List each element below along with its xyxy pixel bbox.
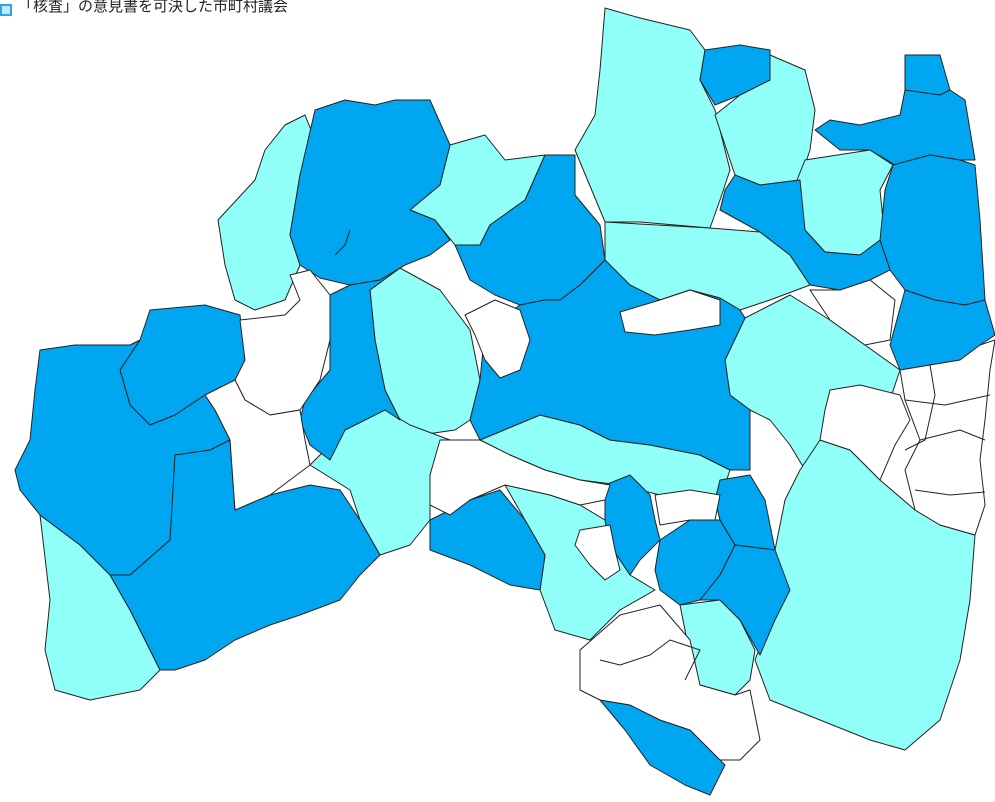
region-white-center-band bbox=[619, 289, 721, 336]
caption-text: 「核査」の意見書を可決した市町村議会 bbox=[18, 0, 289, 15]
region-south-center-small bbox=[429, 489, 546, 591]
region-north-east-inner bbox=[719, 174, 891, 291]
region-white-east-coast-stack bbox=[899, 339, 995, 536]
region-south-east-cluster bbox=[699, 544, 791, 656]
region-north-west bbox=[289, 99, 451, 286]
region-white-east-small bbox=[809, 279, 896, 346]
region-white-east-center bbox=[819, 384, 911, 481]
region-white-center-oval bbox=[464, 299, 531, 379]
region-north-top-small bbox=[699, 44, 771, 106]
region-white-south-lower bbox=[579, 604, 761, 761]
region-white-mid-small bbox=[654, 489, 721, 526]
map-caption: 「核査」の意見書を可決した市町村議会 bbox=[0, 0, 288, 20]
region-north-central bbox=[574, 7, 731, 229]
region-east-coast-middle bbox=[879, 154, 986, 306]
square-bullet-icon bbox=[0, 4, 12, 16]
region-white-south-small bbox=[574, 524, 621, 581]
region-white-south-band bbox=[429, 439, 611, 516]
region-north-east-coast bbox=[814, 54, 976, 166]
region-white-west-b bbox=[204, 379, 311, 511]
